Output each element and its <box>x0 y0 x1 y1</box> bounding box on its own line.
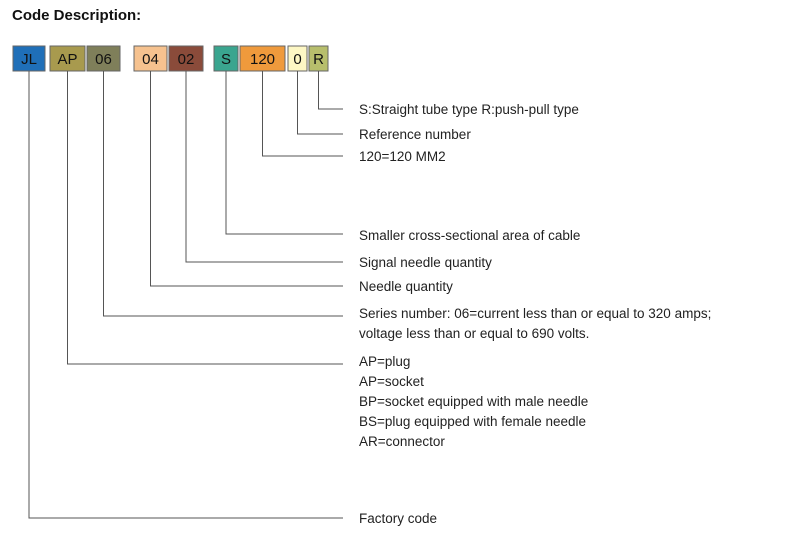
leader-lines <box>28 71 343 519</box>
segment-label-jl: JL <box>21 51 37 68</box>
description-02: Signal needle quantity <box>359 255 492 270</box>
code-segment-06: 06 <box>86 45 121 72</box>
segment-label-r: R <box>313 51 324 68</box>
segment-box-jl <box>12 45 46 72</box>
description-120: 120=120 MM2 <box>359 149 446 164</box>
description-r: S:Straight tube type R:push-pull type <box>359 102 579 117</box>
description-line: Signal needle quantity <box>359 255 492 270</box>
segment-label-06: 06 <box>95 51 112 68</box>
leader-line-04 <box>150 71 343 287</box>
description-line: voltage less than or equal to 690 volts. <box>359 326 589 341</box>
description-line: S:Straight tube type R:push-pull type <box>359 102 579 117</box>
segment-label-s: S <box>221 51 231 68</box>
segment-label-ap: AP <box>57 51 77 68</box>
code-segment-s: S <box>213 45 239 72</box>
leader-line-jl <box>28 71 343 519</box>
leader-line-0 <box>297 71 343 135</box>
code-segment-0: 0 <box>287 45 308 72</box>
description-s: Smaller cross-sectional area of cable <box>359 228 580 243</box>
leader-line-06 <box>103 71 343 317</box>
description-line: AP=socket <box>359 374 424 389</box>
segment-box-06 <box>86 45 121 72</box>
code-segment-r: R <box>308 45 329 72</box>
description-line: AR=connector <box>359 434 445 449</box>
segment-label-02: 02 <box>178 51 195 68</box>
segment-label-120: 120 <box>250 51 275 68</box>
code-segment-02: 02 <box>168 45 204 72</box>
leader-line-s <box>225 71 343 235</box>
description-jl: Factory code <box>359 511 437 526</box>
code-segment-120: 120 <box>239 45 286 72</box>
leader-line-120 <box>262 71 343 157</box>
code-segment-jl: JL <box>12 45 46 72</box>
description-0: Reference number <box>359 127 471 142</box>
segment-box-120 <box>239 45 286 72</box>
descriptions: S:Straight tube type R:push-pull typeRef… <box>359 102 711 526</box>
page-title: Code Description: <box>12 7 142 24</box>
segment-box-s <box>213 45 239 72</box>
leader-line-r <box>318 71 343 110</box>
description-line: BP=socket equipped with male needle <box>359 394 588 409</box>
description-line: AP=plug <box>359 354 410 369</box>
description-04: Needle quantity <box>359 279 453 294</box>
segment-label-04: 04 <box>142 51 159 68</box>
description-line: BS=plug equipped with female needle <box>359 414 586 429</box>
description-line: Reference number <box>359 127 471 142</box>
code-segment-04: 04 <box>133 45 168 72</box>
segment-box-04 <box>133 45 168 72</box>
description-line: Smaller cross-sectional area of cable <box>359 228 580 243</box>
description-line: Series number: 06=current less than or e… <box>359 306 711 321</box>
leader-line-02 <box>185 71 343 263</box>
segment-label-0: 0 <box>293 51 301 68</box>
code-segment-ap: AP <box>49 45 86 72</box>
description-line: Factory code <box>359 511 437 526</box>
description-06: Series number: 06=current less than or e… <box>359 306 711 341</box>
description-line: Needle quantity <box>359 279 453 294</box>
leader-line-ap <box>67 71 343 365</box>
description-line: 120=120 MM2 <box>359 149 446 164</box>
